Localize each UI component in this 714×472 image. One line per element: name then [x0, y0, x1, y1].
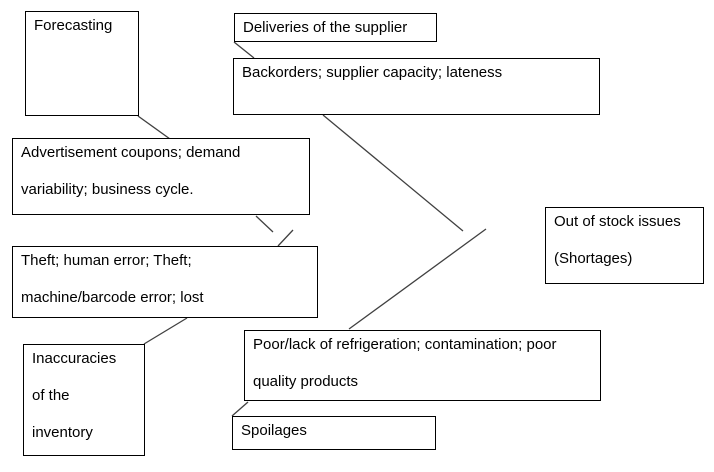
node-theft-label-line-1: Theft; human error; Theft;: [21, 252, 192, 269]
node-deliveries-label: Deliveries of the supplier: [243, 19, 408, 36]
node-theft: Theft; human error; Theft; machine/barco…: [12, 246, 318, 318]
connector-theft-to-inaccuracies: [143, 317, 188, 345]
connector-spoilage-causes-to-spoilages: [231, 401, 249, 417]
node-spoilage-causes: Poor/lack of refrigeration; contaminatio…: [244, 330, 601, 401]
node-spoilage-causes-label-line-2: quality products: [253, 373, 359, 390]
node-advertisement-label-line-1: Advertisement coupons; demand: [21, 144, 241, 161]
node-out-of-stock-label-line-1: Out of stock issues: [554, 213, 681, 230]
connector-advertisement-to-theft-upper-segment: [255, 215, 274, 233]
node-spoilage-causes-label-line-1: Poor/lack of refrigeration; contaminatio…: [253, 336, 557, 353]
node-spoilages: Spoilages: [232, 416, 436, 450]
node-forecasting-label: Forecasting: [34, 17, 113, 34]
connector-forecasting-to-advertisement: [137, 115, 171, 140]
node-out-of-stock: Out of stock issues (Shortages): [545, 207, 704, 284]
connector-backorders-to-out-of-stock: [322, 114, 464, 232]
node-spoilages-label: Spoilages: [241, 422, 307, 439]
node-backorders: Backorders; supplier capacity; lateness: [233, 58, 600, 115]
node-inaccuracies-label-line-2: of the: [32, 387, 70, 404]
node-advertisement: Advertisement coupons; demand variabilit…: [12, 138, 310, 215]
node-advertisement-label-line-2: variability; business cycle.: [21, 181, 194, 198]
node-deliveries: Deliveries of the supplier: [234, 13, 437, 42]
node-theft-label-line-2: machine/barcode error; lost: [21, 289, 204, 306]
node-inaccuracies-label-line-1: Inaccuracies: [32, 350, 117, 367]
node-inaccuracies: Inaccuracies of the inventory: [23, 344, 145, 456]
connector-deliveries-to-backorders: [233, 41, 255, 59]
node-forecasting: Forecasting: [25, 11, 139, 116]
node-backorders-label: Backorders; supplier capacity; lateness: [242, 64, 503, 81]
node-out-of-stock-label-line-2: (Shortages): [554, 250, 633, 267]
connector-advertisement-to-theft-lower-segment: [277, 229, 294, 247]
node-inaccuracies-label-line-3: inventory: [32, 424, 93, 441]
connector-out-of-stock-to-spoilage-causes: [348, 228, 487, 330]
